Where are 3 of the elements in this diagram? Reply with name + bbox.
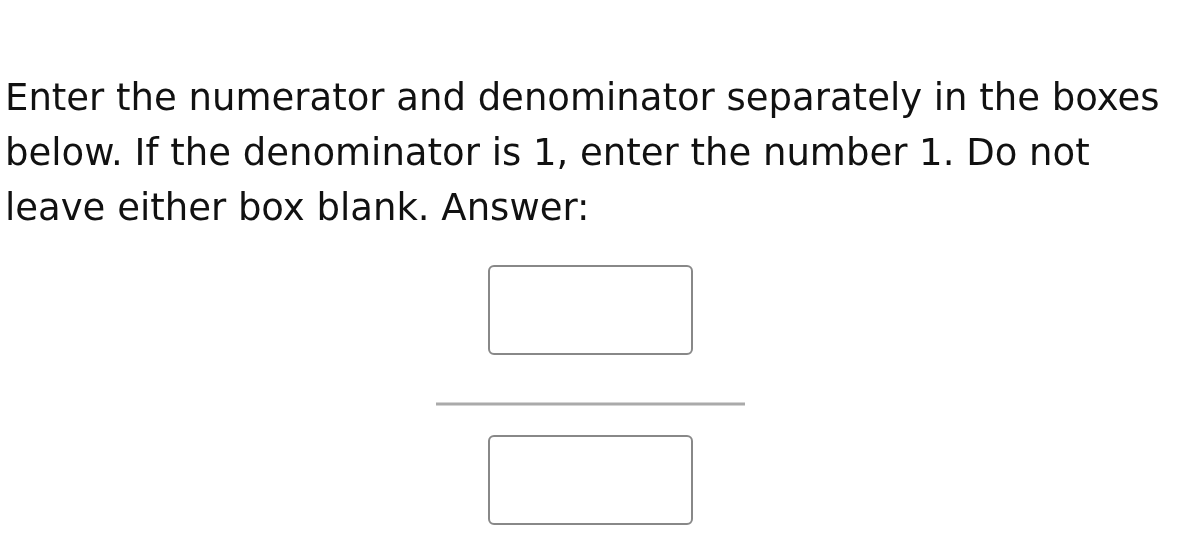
- answer-box: [488, 435, 693, 525]
- answer-box: [488, 265, 693, 355]
- instruction-text: Enter the numerator and denominator separately in the boxes below. If the denominator is 1, enter the number 1. Do not leave either box blank. Answer:: [5, 75, 1161, 231]
